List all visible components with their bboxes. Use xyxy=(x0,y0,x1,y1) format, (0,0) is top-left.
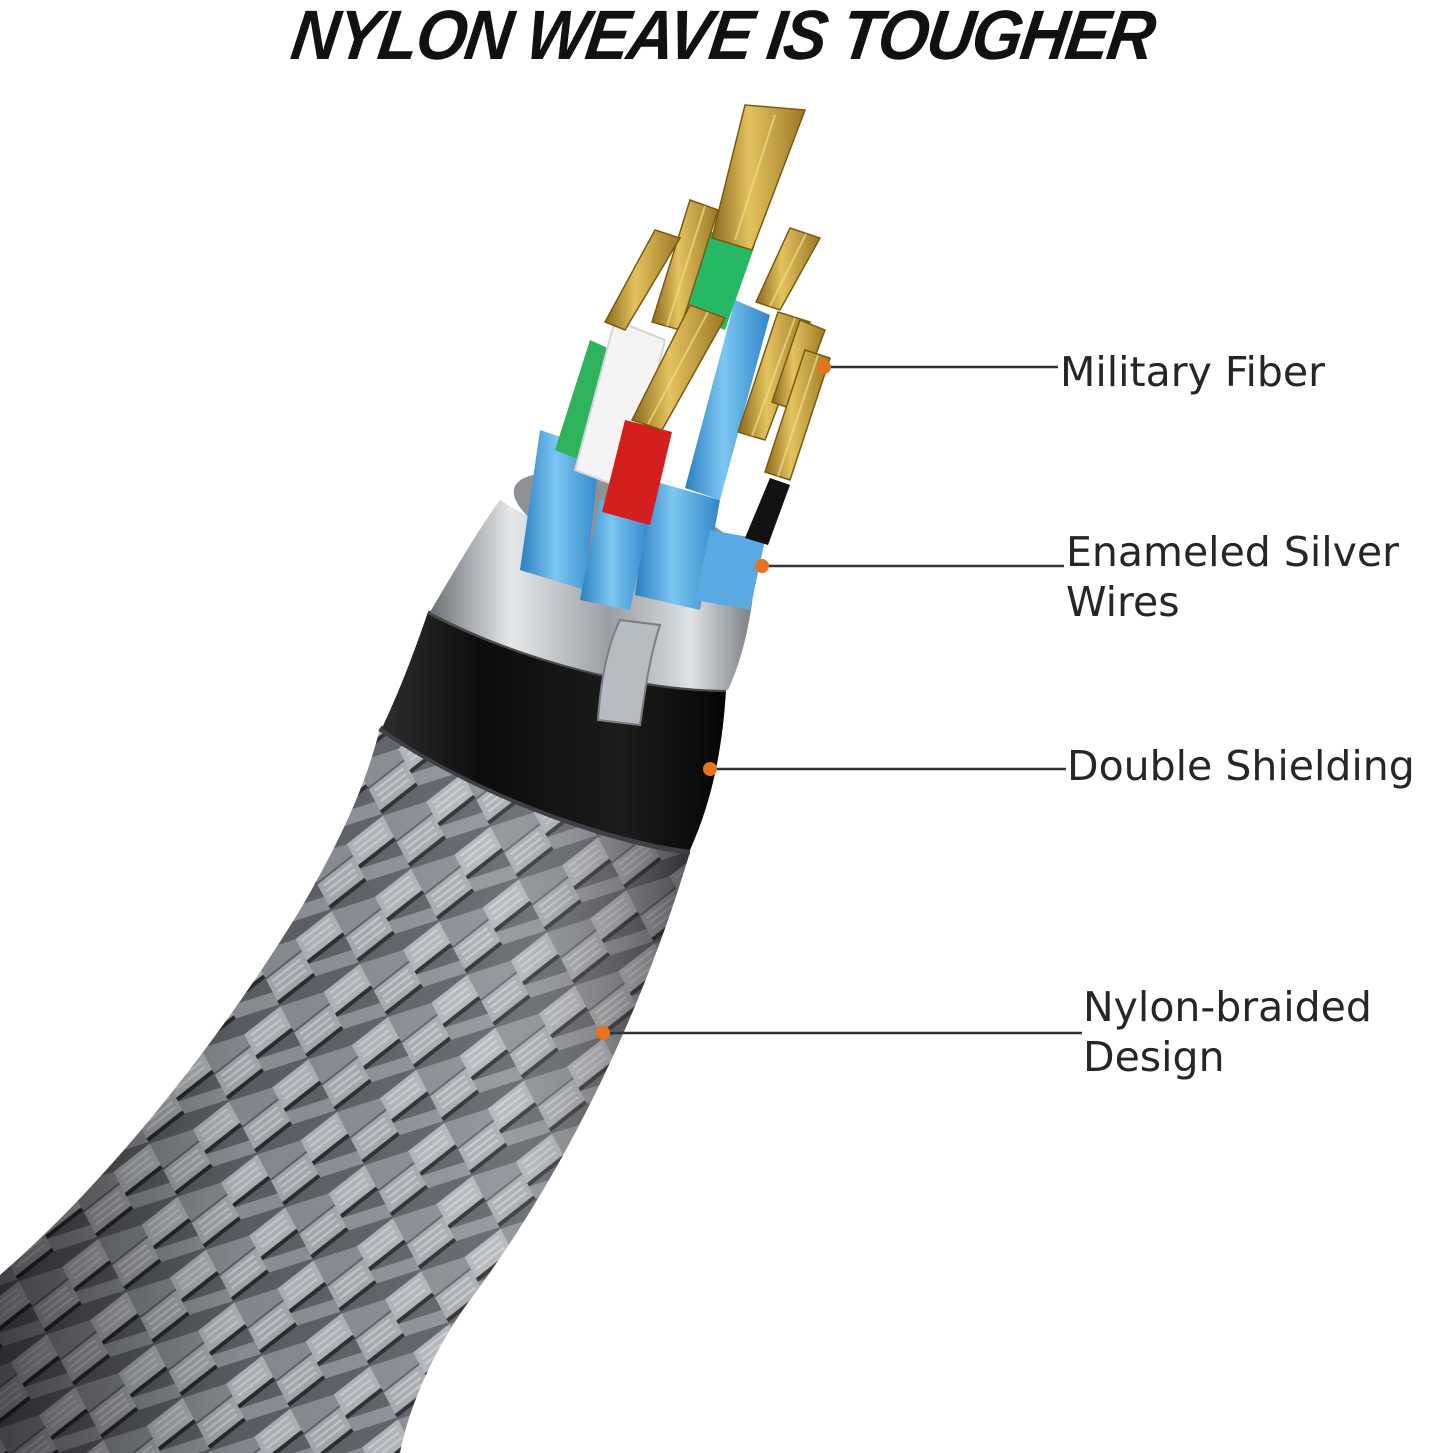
marker-dot-silver xyxy=(755,559,769,573)
outer-jacket xyxy=(382,612,726,850)
callout-military-fiber: Military Fiber xyxy=(1060,347,1325,397)
callout-text: Double Shielding xyxy=(1067,742,1415,790)
leader-lines xyxy=(603,365,1082,1035)
callout-nylon-braided-design: Nylon-braided Design xyxy=(1083,982,1372,1082)
marker-dot-military xyxy=(817,360,831,374)
marker-dot-nylon xyxy=(596,1026,610,1040)
callout-text: Nylon-braided xyxy=(1083,983,1372,1031)
callout-double-shielding: Double Shielding xyxy=(1067,741,1415,791)
callout-text: Wires xyxy=(1066,578,1180,626)
callout-text: Design xyxy=(1083,1033,1225,1081)
callout-text: Enameled Silver xyxy=(1066,528,1400,576)
callout-enameled-silver-wires: Enameled Silver Wires xyxy=(1066,527,1399,627)
marker-dot-double xyxy=(703,762,717,776)
callout-text: Military Fiber xyxy=(1060,348,1325,396)
